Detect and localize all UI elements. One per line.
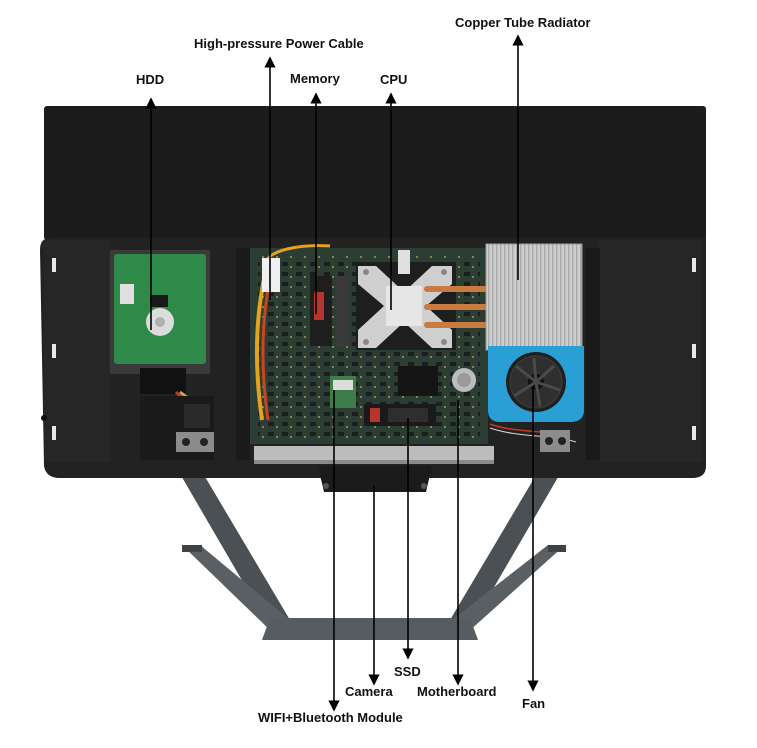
hdd-drive <box>110 250 211 422</box>
hdd-bracket <box>140 396 214 460</box>
copper-tube-radiator <box>485 243 583 351</box>
label-power-cable: High-pressure Power Cable <box>194 36 364 51</box>
label-cpu: CPU <box>380 72 408 87</box>
heat-pipes <box>424 286 488 328</box>
cpu-cooler <box>356 250 456 350</box>
label-hdd: HDD <box>136 72 165 87</box>
monitor-stand <box>165 438 575 640</box>
label-motherboard: Motherboard <box>417 684 497 699</box>
label-camera: Camera <box>345 684 393 699</box>
label-radiator: Copper Tube Radiator <box>455 15 591 30</box>
lower-bracket <box>254 446 494 492</box>
callout-arrows <box>145 34 539 712</box>
label-memory: Memory <box>290 71 340 86</box>
label-wifi: WIFI+Bluetooth Module <box>258 710 403 725</box>
fan-cable-area <box>489 423 577 452</box>
label-ssd: SSD <box>394 664 421 679</box>
label-fan: Fan <box>522 696 546 711</box>
cooling-fan <box>488 346 584 422</box>
